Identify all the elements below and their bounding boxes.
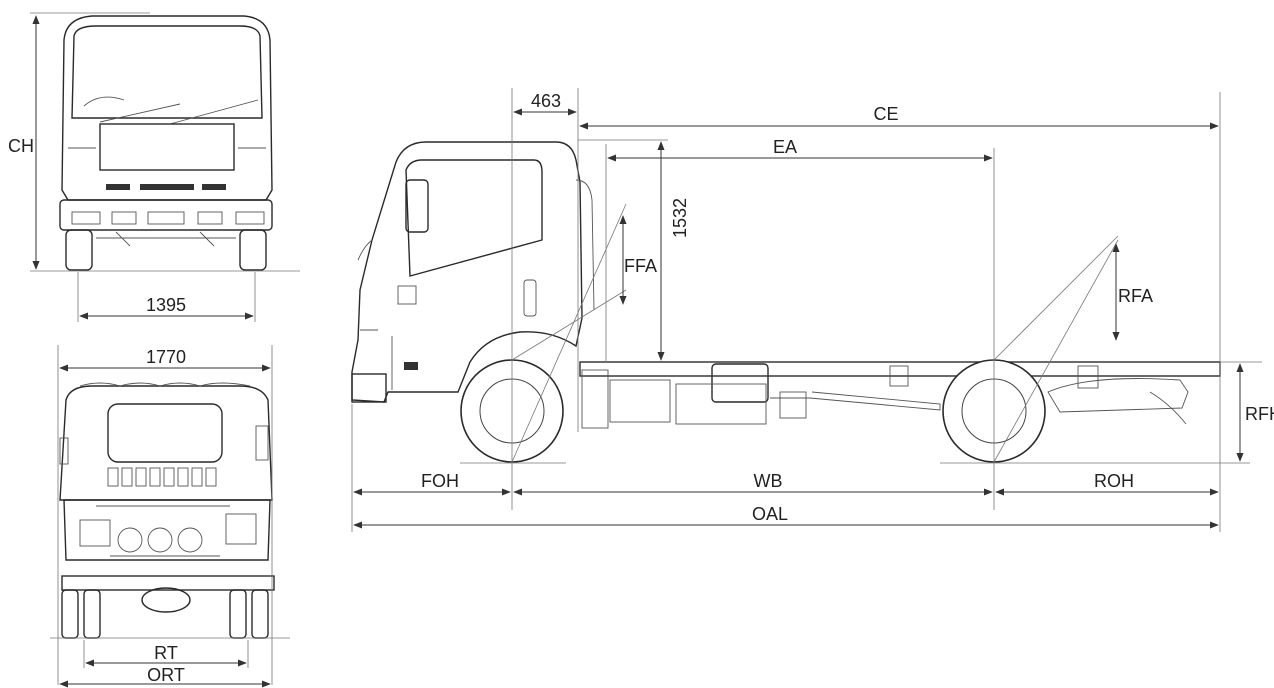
label-ort: ORT — [147, 665, 185, 685]
label-463: 463 — [531, 91, 561, 111]
label-rfh: RFH — [1245, 404, 1274, 424]
label-ce: CE — [873, 104, 898, 124]
label-foh: FOH — [421, 471, 459, 491]
label-rfa: RFA — [1118, 286, 1153, 306]
label-front-width: 1395 — [146, 295, 186, 315]
label-rear-width: 1770 — [146, 347, 186, 367]
label-oal: OAL — [752, 504, 788, 524]
label-ea: EA — [773, 137, 797, 157]
label-wb: WB — [754, 471, 783, 491]
label-rt: RT — [154, 643, 178, 663]
label-1532: 1532 — [670, 198, 690, 238]
rear-view — [50, 345, 290, 688]
label-roh: ROH — [1094, 471, 1134, 491]
side-view — [351, 88, 1262, 532]
label-ch: CH — [8, 136, 34, 156]
front-view — [30, 12, 300, 322]
label-ffa: FFA — [624, 256, 657, 276]
